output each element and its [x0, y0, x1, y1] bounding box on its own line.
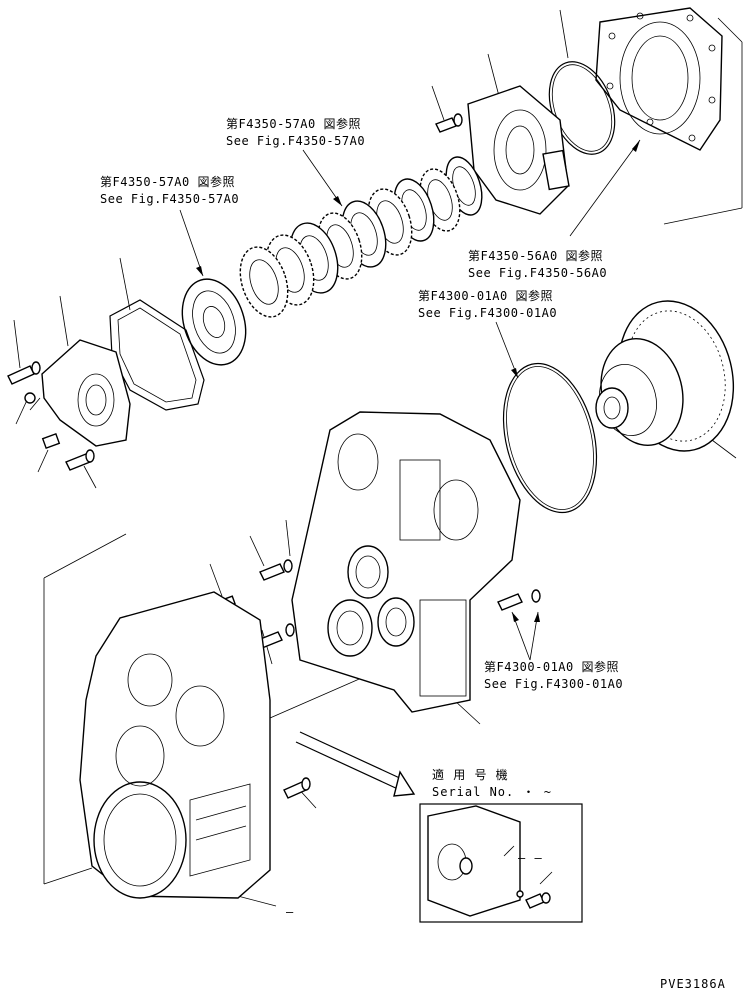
ref-housing-bolts-jp: 第F4300-01A0 図参照 [484, 659, 619, 674]
ref-clutch-pack-upper-jp: 第F4350-57A0 図参照 [226, 116, 361, 131]
inset-serial-label: Serial No. ・ ~ [432, 785, 552, 799]
rear-cover-group [435, 7, 723, 215]
drawing-code: PVE3186A [660, 977, 726, 991]
ref-clutch-pack-left-en: See Fig.F4350-57A0 [100, 192, 239, 206]
inset-frame [419, 803, 583, 923]
ref-torque-converter-en: See Fig.F4300-01A0 [418, 306, 557, 320]
part-mark: – [286, 905, 294, 919]
transmission-case [79, 591, 311, 899]
clutch-disc-stack [239, 156, 483, 318]
reference-arrow [295, 731, 416, 797]
ref-piston-housing-jp: 第F4350-56A0 図参照 [468, 248, 603, 263]
ref-clutch-pack-left-jp: 第F4350-57A0 図参照 [100, 174, 235, 189]
torque-converter [502, 300, 735, 514]
inset-detail: 適 用 号 機 Serial No. ・ ~ – – [419, 767, 583, 923]
ref-torque-converter-jp: 第F4300-01A0 図参照 [418, 288, 553, 303]
center-housing [220, 411, 541, 713]
inset-title-jp: 適 用 号 機 [432, 767, 509, 782]
ref-clutch-pack-upper-en: See Fig.F4350-57A0 [226, 134, 365, 148]
bearing [181, 278, 247, 366]
ref-piston-housing-en: See Fig.F4350-56A0 [468, 266, 607, 280]
front-cover-group [7, 339, 131, 471]
ref-housing-bolts-en: See Fig.F4300-01A0 [484, 677, 623, 691]
inset-part-dash: – – [518, 851, 543, 865]
